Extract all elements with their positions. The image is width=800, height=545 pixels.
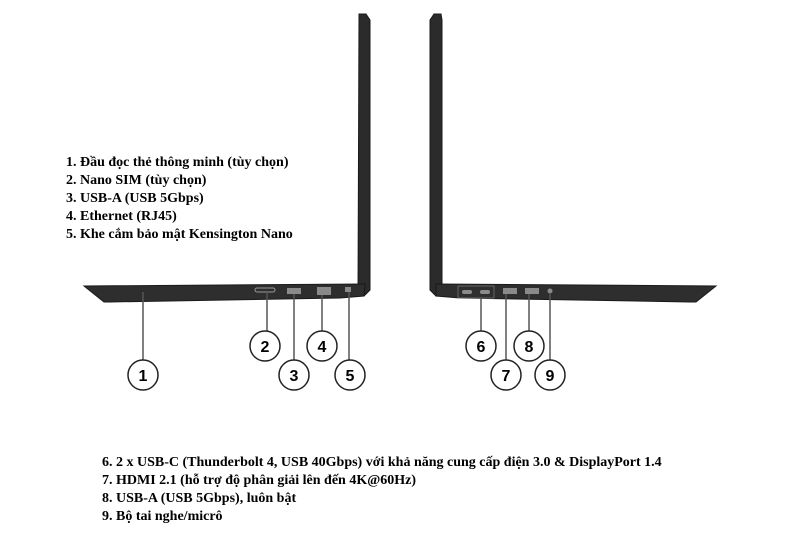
left-side-port-list: 1. Đầu đọc thẻ thông minh (tùy chọn) 2. … xyxy=(66,154,293,244)
callout-3: 3 xyxy=(278,359,310,391)
callout-1: 1 xyxy=(127,359,159,391)
port-label: 7. HDMI 2.1 (hỗ trợ độ phân giải lên đến… xyxy=(102,473,417,488)
callout-number: 5 xyxy=(346,368,355,385)
port-label: 6. 2 x USB-C (Thunderbolt 4, USB 40Gbps)… xyxy=(102,455,662,470)
nano-sim-slot xyxy=(254,287,276,293)
audio-jack xyxy=(547,288,553,294)
callout-4: 4 xyxy=(306,330,338,362)
laptop-right-side-view xyxy=(429,13,718,303)
usb-a-port-left xyxy=(287,288,301,294)
callout-number: 8 xyxy=(525,339,534,356)
callout-5: 5 xyxy=(334,359,366,391)
kensington-slot xyxy=(345,287,351,292)
port-label: 1. Đầu đọc thẻ thông minh (tùy chọn) xyxy=(66,155,289,170)
callout-number: 3 xyxy=(290,368,299,385)
port-label: 5. Khe cắm bảo mật Kensington Nano xyxy=(66,227,293,242)
callout-9: 9 xyxy=(534,359,566,391)
port-label: 2. Nano SIM (tùy chọn) xyxy=(66,173,207,188)
usb-c-ports xyxy=(457,285,495,299)
callout-number: 1 xyxy=(139,368,148,385)
port-label: 9. Bộ tai nghe/micrô xyxy=(102,509,223,524)
callout-8: 8 xyxy=(513,330,545,362)
callout-6: 6 xyxy=(465,330,497,362)
callout-2: 2 xyxy=(249,330,281,362)
hdmi-port xyxy=(503,288,517,294)
usb-a-port-right xyxy=(525,288,539,294)
callout-number: 6 xyxy=(477,339,486,356)
ethernet-port xyxy=(317,287,331,295)
port-label: 3. USB-A (USB 5Gbps) xyxy=(66,191,204,206)
callout-7: 7 xyxy=(490,359,522,391)
right-side-port-list: 6. 2 x USB-C (Thunderbolt 4, USB 40Gbps)… xyxy=(102,454,662,526)
callout-number: 9 xyxy=(546,368,555,385)
callout-number: 2 xyxy=(261,339,270,356)
port-label: 4. Ethernet (RJ45) xyxy=(66,209,177,224)
callout-number: 7 xyxy=(502,368,511,385)
callout-number: 4 xyxy=(318,339,327,356)
port-label: 8. USB-A (USB 5Gbps), luôn bật xyxy=(102,491,297,506)
